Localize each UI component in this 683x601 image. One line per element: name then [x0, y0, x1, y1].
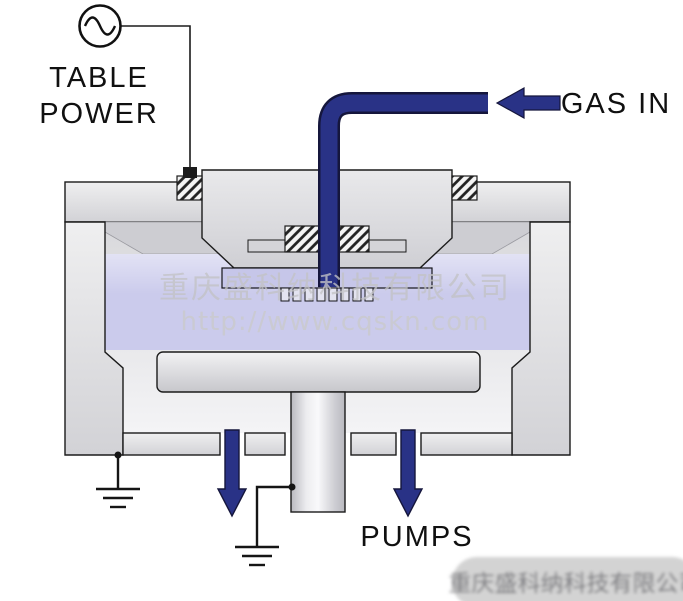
showerhead-nozzle	[328, 287, 338, 302]
sine-wave-glyph	[83, 16, 117, 36]
rf-wire	[120, 25, 191, 170]
pump-arrow-right-icon	[392, 429, 424, 518]
chamber-floor-segment	[350, 432, 397, 456]
gas-supply-pipe	[318, 92, 488, 287]
lid-insulator-hatch-left	[176, 175, 203, 201]
distributor-flange-left	[247, 239, 286, 253]
chamber-floor-segment	[122, 432, 221, 456]
showerhead-nozzle	[304, 287, 314, 302]
rf-connector-block	[183, 167, 197, 178]
showerhead-nozzle	[340, 287, 350, 302]
showerhead-nozzle	[316, 287, 326, 302]
corner-watermark-text: 重庆盛科纳科技有限公司	[449, 571, 683, 597]
chamber-left-wall	[64, 221, 124, 456]
table-power-feed	[78, 4, 197, 178]
table-power-label-line1: TABLE	[49, 62, 149, 94]
watermark-company-text: 重庆盛科纳科技有限公司	[159, 271, 511, 306]
gas-pipe-fill	[320, 94, 488, 287]
chamber-right-wall	[511, 221, 571, 456]
showerhead-nozzle	[292, 287, 302, 302]
chamber-floor-segment	[244, 432, 286, 456]
lid-insulator-hatch-right	[451, 175, 478, 201]
ground-left-icon	[96, 451, 140, 509]
distributor-flange-right	[368, 239, 407, 253]
chamber-floor-segment	[420, 432, 513, 456]
watermark-url-text: http://www.cqskn.com	[181, 307, 490, 337]
showerhead-nozzle-row	[280, 287, 374, 302]
ac-source-icon	[78, 4, 122, 48]
ground-center-icon	[235, 483, 296, 567]
showerhead-nozzle	[280, 287, 290, 302]
pumps-label: PUMPS	[360, 521, 473, 553]
gas-in-label: GAS IN	[561, 88, 671, 120]
showerhead-nozzle	[352, 287, 362, 302]
corner-watermark: 重庆盛科纳科技有限公司	[449, 557, 683, 601]
table-power-label-line2: POWER	[39, 98, 159, 130]
pump-arrow-left-icon	[216, 429, 248, 518]
showerhead-nozzle	[364, 287, 374, 302]
wafer-table	[156, 351, 481, 393]
corner-watermark-pill	[452, 557, 683, 601]
gas-in-arrow-icon	[495, 86, 561, 120]
pedestal-column	[290, 391, 346, 513]
